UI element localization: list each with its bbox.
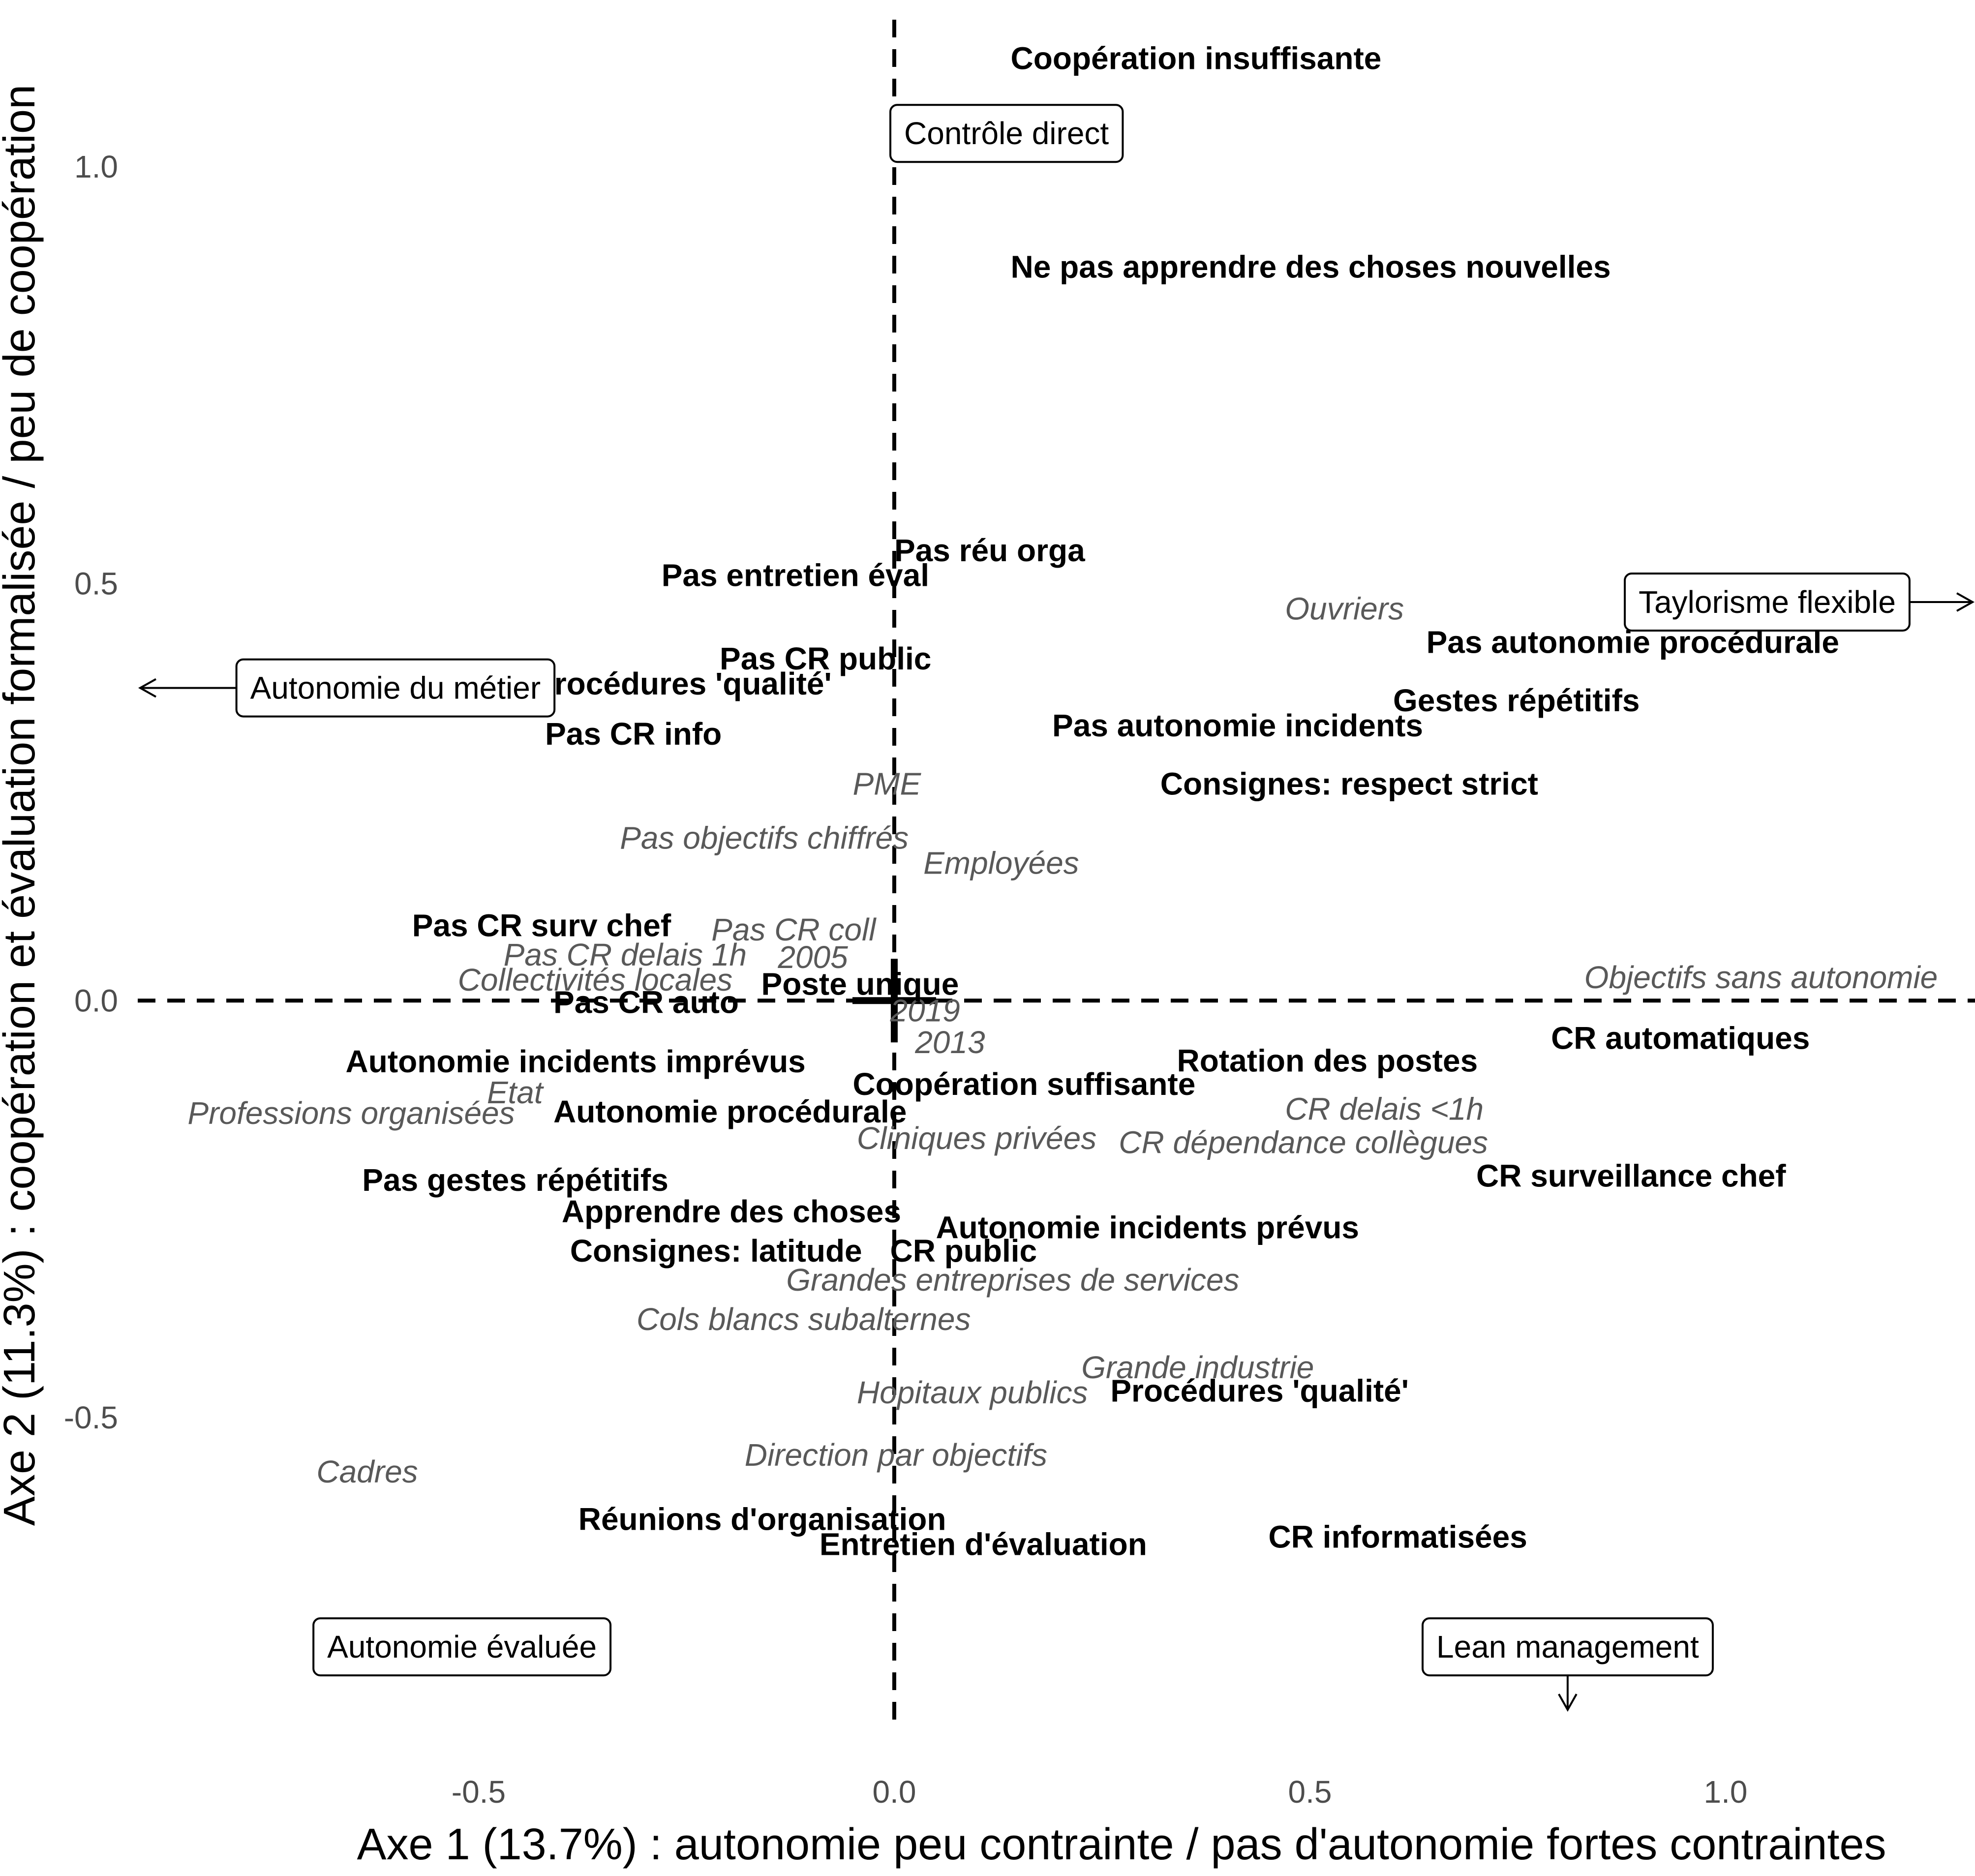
active-point-label: Autonomie incidents prévus xyxy=(936,1210,1359,1245)
supplementary-point-label: Ouvriers xyxy=(1285,591,1404,627)
active-point-label: Pas gestes répétitifs xyxy=(362,1162,668,1198)
supplementary-point-label: Cols blancs subalternes xyxy=(637,1301,971,1337)
annotation-label: Taylorisme flexible xyxy=(1639,584,1896,620)
supplementary-point-label: Cadres xyxy=(316,1454,418,1489)
annotation-group: Autonomie évaluée xyxy=(312,1617,612,1677)
annotation-group: Autonomie du métier xyxy=(138,658,556,718)
supplementary-point-label: Hopitaux publics xyxy=(857,1375,1088,1410)
active-point-label: Poste unique xyxy=(761,966,959,1001)
active-point-label: Réunions d'organisation xyxy=(578,1502,946,1537)
annotation-group: Lean management xyxy=(1422,1617,1714,1712)
supplementary-point-label: Etat xyxy=(487,1075,544,1110)
active-point-label: Pas entretien éval xyxy=(662,558,929,593)
active-point-label: Pas CR public xyxy=(720,641,931,676)
active-point-label: Pas CR auto xyxy=(553,985,739,1020)
y-axis-title: Axe 2 (11.3%) : coopération et évaluatio… xyxy=(0,85,44,1526)
supplementary-point-label: Grande industrie xyxy=(1081,1350,1314,1385)
arrowhead-right-icon xyxy=(1956,592,1975,612)
supplementary-point-label: PME xyxy=(852,766,921,802)
reference-lines xyxy=(138,20,1975,1731)
annotation-label: Autonomie évaluée xyxy=(327,1629,597,1664)
axis-ticks: -0.5 0.0 0.5 1.0 -0.5 0.0 0.5 1.0 xyxy=(64,149,1748,1810)
active-point-label: Rotation des postes xyxy=(1177,1043,1478,1078)
active-point-label: Pas réu orga xyxy=(894,533,1085,568)
annotation-box xyxy=(889,104,1124,163)
annotation-label: Contrôle direct xyxy=(904,116,1109,151)
supplementary-point-label: Direction par objectifs xyxy=(745,1437,1047,1473)
x-axis-title: Axe 1 (13.7%) : autonomie peu contrainte… xyxy=(357,1820,1886,1869)
supplementary-point-label: 2005 xyxy=(777,939,848,975)
origin-marker xyxy=(852,959,936,1043)
supplementary-point-label: Cliniques privées xyxy=(857,1120,1096,1156)
active-point-label: Pas CR info xyxy=(545,716,722,752)
y-tick-label: 0.0 xyxy=(74,983,118,1018)
active-point-label: Consignes: latitude xyxy=(570,1233,862,1269)
supplementary-point-label: Employées xyxy=(923,846,1079,881)
active-labels: Coopération insuffisante Ne pas apprendre… xyxy=(346,41,1839,1562)
active-point-label: CR surveillance chef xyxy=(1476,1158,1786,1193)
annotation-label: Lean management xyxy=(1436,1629,1699,1664)
y-tick-label: -0.5 xyxy=(64,1400,118,1435)
active-point-label: Coopération suffisante xyxy=(852,1066,1195,1102)
annotation-box xyxy=(312,1617,612,1677)
supplementary-point-label: Objectifs sans autonomie xyxy=(1584,960,1938,995)
active-point-label: Pas CR surv chef xyxy=(412,908,671,943)
active-point-label: Entretien d'évaluation xyxy=(820,1527,1147,1562)
y-tick-label: 0.5 xyxy=(74,566,118,602)
active-point-label: Coopération insuffisante xyxy=(1011,41,1382,76)
supplementary-point-label: Grandes entreprises de services xyxy=(786,1262,1239,1298)
active-point-label: Consignes: respect strict xyxy=(1160,766,1538,802)
annotation-group: Taylorisme flexible xyxy=(1624,572,1975,632)
supplementary-point-label: CR delais <1h xyxy=(1285,1091,1484,1127)
active-point-label: Apprendre des choses xyxy=(562,1194,901,1229)
supplementary-point-label: Pas CR coll xyxy=(711,912,877,947)
active-point-label: CR automatiques xyxy=(1551,1021,1810,1056)
active-point-label: CR informatisées xyxy=(1268,1519,1527,1554)
supplementary-point-label: Professions organisées xyxy=(187,1095,515,1131)
x-tick-label: 1.0 xyxy=(1704,1774,1748,1810)
active-point-label: CR public xyxy=(890,1233,1037,1269)
annotation-group: Contrôle direct xyxy=(889,104,1124,163)
supplementary-point-label: Pas objectifs chiffrés xyxy=(620,820,909,856)
active-point-label: Procédures 'qualité' xyxy=(1110,1373,1409,1409)
active-point-label: Gestes répétitifs xyxy=(1393,683,1640,718)
arrowhead-left-icon xyxy=(138,678,156,698)
active-point-label: Pas autonomie incidents xyxy=(1052,708,1423,743)
x-tick-label: -0.5 xyxy=(452,1774,506,1810)
active-point-label: Autonomie incidents imprévus xyxy=(346,1044,806,1079)
supplementary-point-label: Pas CR delais 1h xyxy=(504,937,747,972)
y-tick-label: 1.0 xyxy=(74,149,118,184)
active-point-label: Autonomie procédurale xyxy=(553,1094,907,1129)
supplementary-point-label: 2013 xyxy=(914,1025,985,1060)
x-tick-label: 0.5 xyxy=(1288,1774,1332,1810)
annotation-label: Autonomie du métier xyxy=(250,670,541,706)
supplementary-point-label: CR dépendance collègues xyxy=(1119,1124,1488,1160)
supplementary-point-label: Collectivités locales xyxy=(458,962,732,998)
supplementary-point-label: 2019 xyxy=(889,993,960,1029)
x-tick-label: 0.0 xyxy=(872,1774,916,1810)
active-point-label: Ne pas apprendre des choses nouvelles xyxy=(1011,249,1611,284)
arrowhead-down-icon xyxy=(1558,1694,1578,1712)
